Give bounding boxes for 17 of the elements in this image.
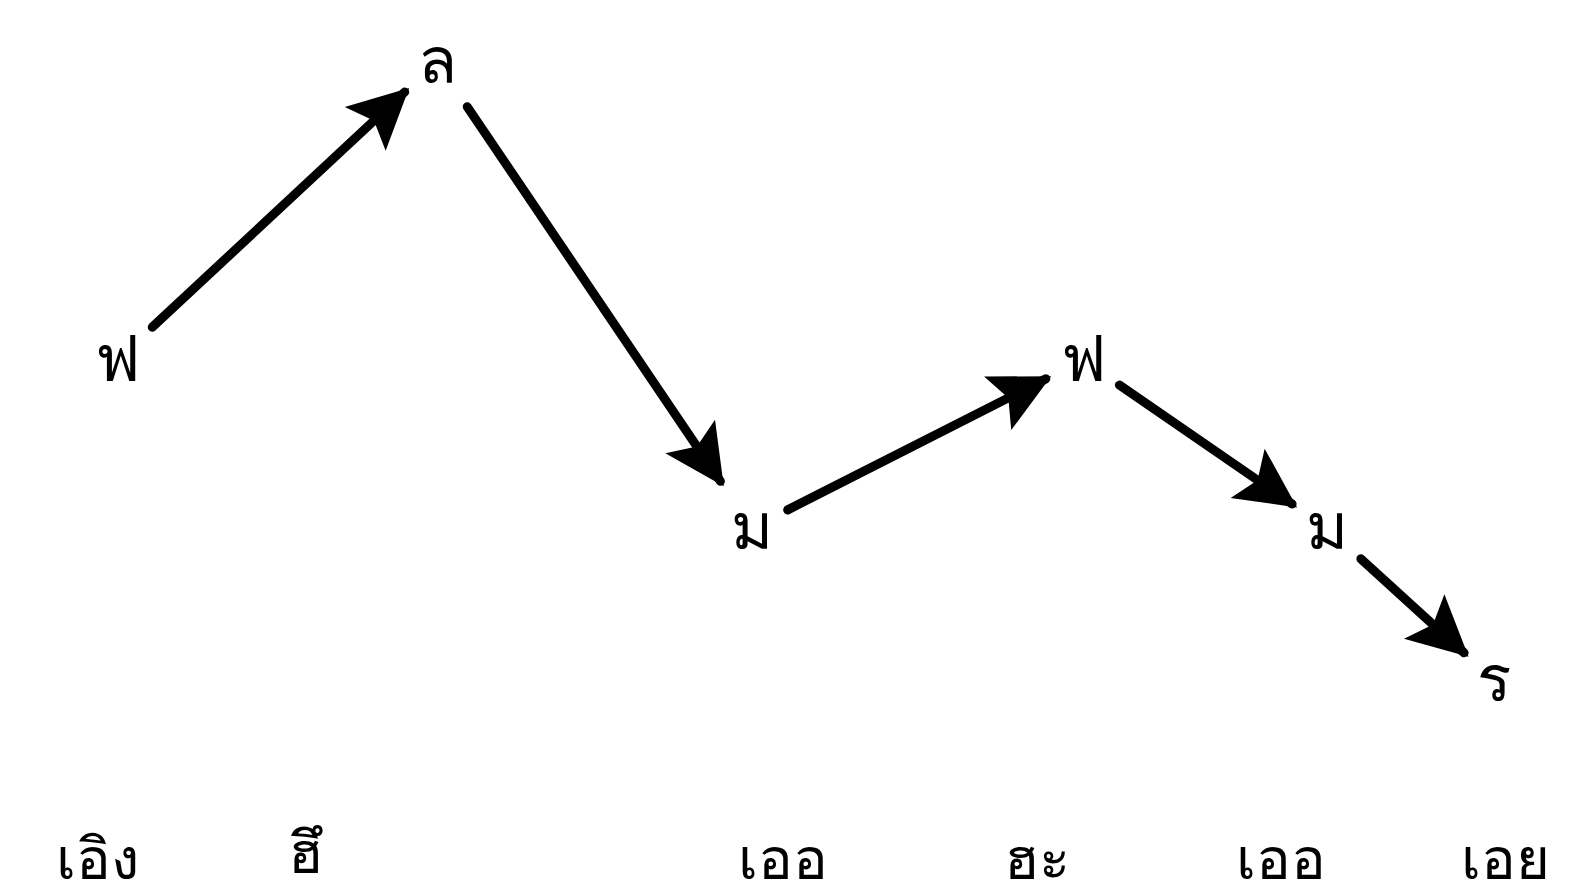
arrow [1356, 554, 1469, 658]
tone-letter: ฟ [90, 323, 144, 397]
syllable-label: เออ [1236, 825, 1326, 888]
tone-letter: ฟ [1056, 323, 1110, 397]
tone-letter: ม [1302, 491, 1352, 565]
arrow [783, 374, 1052, 515]
syllable-label: เออ [738, 825, 828, 888]
syllable-label: ฮะ [1004, 825, 1070, 888]
arrow [462, 102, 725, 487]
arrow [1114, 380, 1298, 509]
arrow [147, 87, 410, 332]
tone-letter: ล [413, 25, 461, 99]
syllable-label: เอย [1460, 825, 1550, 888]
tone-letter: ม [727, 491, 777, 565]
syllable-label: ฮึ [287, 819, 323, 887]
syllable-label: เอิง [55, 825, 139, 888]
tone-letter: ร [1473, 643, 1515, 717]
